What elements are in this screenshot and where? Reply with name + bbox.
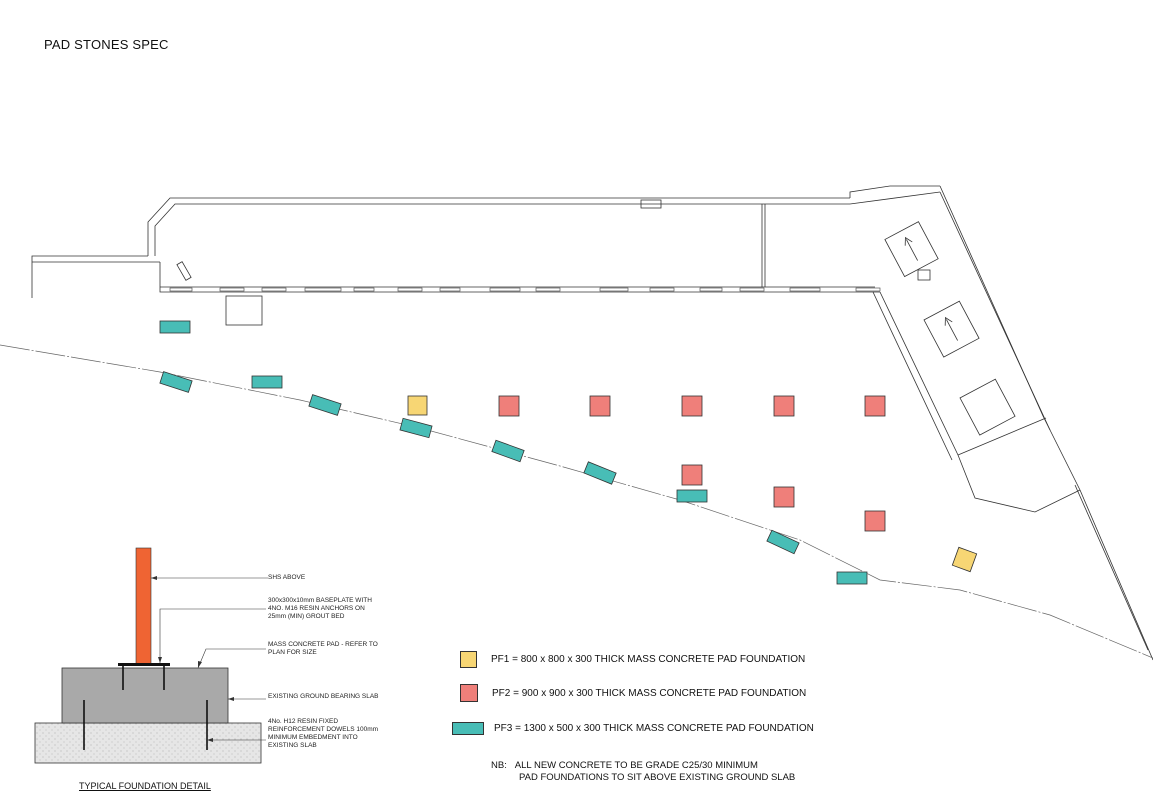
legend-label-pf2: PF2 = 900 x 900 x 300 THICK MASS CONCRET… — [492, 687, 807, 699]
callout-slab: EXISTING GROUND BEARING SLAB — [268, 693, 379, 700]
pad-pf2 — [589, 395, 611, 417]
pad-pf2 — [681, 395, 703, 417]
pad-pf3 — [491, 439, 525, 463]
notes-block: NB: ALL NEW CONCRETE TO BE GRADE C25/30 … — [491, 760, 795, 784]
baseplate — [118, 663, 170, 666]
legend-item-pf3: PF3 = 1300 x 500 x 300 THICK MASS CONCRE… — [452, 719, 814, 737]
pad-pf2 — [773, 395, 795, 417]
pad-pf2 — [864, 510, 886, 532]
pad-pf3 — [308, 394, 342, 416]
legend-item-pf2: PF2 = 900 x 900 x 300 THICK MASS CONCRET… — [460, 684, 806, 702]
notes-line-2: PAD FOUNDATIONS TO SIT ABOVE EXISTING GR… — [519, 772, 796, 783]
pad-pf2 — [681, 464, 703, 486]
wall-studs — [169, 287, 881, 292]
building-outline — [31, 185, 1153, 661]
pad-pf3 — [251, 375, 283, 389]
pad-pf1 — [951, 546, 978, 573]
callout-pad: MASS CONCRETE PAD - REFER TO PLAN FOR SI… — [268, 641, 378, 656]
legend-swatch-pf1 — [460, 650, 477, 668]
callout-baseplate: 300x300x10mm BASEPLATE WITH 4NO. M16 RES… — [268, 597, 372, 620]
existing-slab — [34, 722, 262, 764]
notes-label: NB: — [491, 760, 507, 771]
pad-foundations — [159, 320, 978, 585]
pad-pf3 — [676, 489, 708, 503]
pad-pf3 — [159, 371, 193, 393]
pad-pf2 — [773, 486, 795, 508]
pad-pf3 — [399, 417, 433, 439]
callout-arrowheads — [151, 576, 234, 742]
resin-anchors — [83, 663, 208, 750]
drawing-title: PAD STONES SPEC — [44, 37, 169, 52]
foundation-detail — [34, 547, 268, 764]
legend-label-pf3: PF3 = 1300 x 500 x 300 THICK MASS CONCRE… — [494, 722, 814, 734]
callout-dowels: 4No. H12 RESIN FIXED REINFORCEMENT DOWEL… — [268, 718, 379, 749]
pad-pf1 — [407, 395, 428, 416]
notes-line-1: ALL NEW CONCRETE TO BE GRADE C25/30 MINI… — [514, 760, 758, 771]
legend-item-pf1: PF1 = 800 x 800 x 300 THICK MASS CONCRET… — [460, 650, 805, 668]
pad-pf3 — [583, 461, 617, 485]
concrete-pad — [61, 667, 229, 724]
pad-pf2 — [864, 395, 886, 417]
pad-pf3 — [766, 529, 800, 555]
shs-column — [135, 547, 152, 665]
boundary-line — [0, 344, 1153, 659]
legend-swatch-pf2 — [460, 684, 478, 702]
callout-leaders — [151, 577, 268, 741]
detail-caption: TYPICAL FOUNDATION DETAIL — [79, 781, 211, 791]
callout-shs: SHS ABOVE — [268, 574, 306, 581]
pad-pf3 — [159, 320, 191, 334]
pad-pf3 — [836, 571, 868, 585]
legend-label-pf1: PF1 = 800 x 800 x 300 THICK MASS CONCRET… — [491, 653, 806, 665]
pad-pf2 — [498, 395, 520, 417]
legend-swatch-pf3 — [452, 721, 484, 735]
